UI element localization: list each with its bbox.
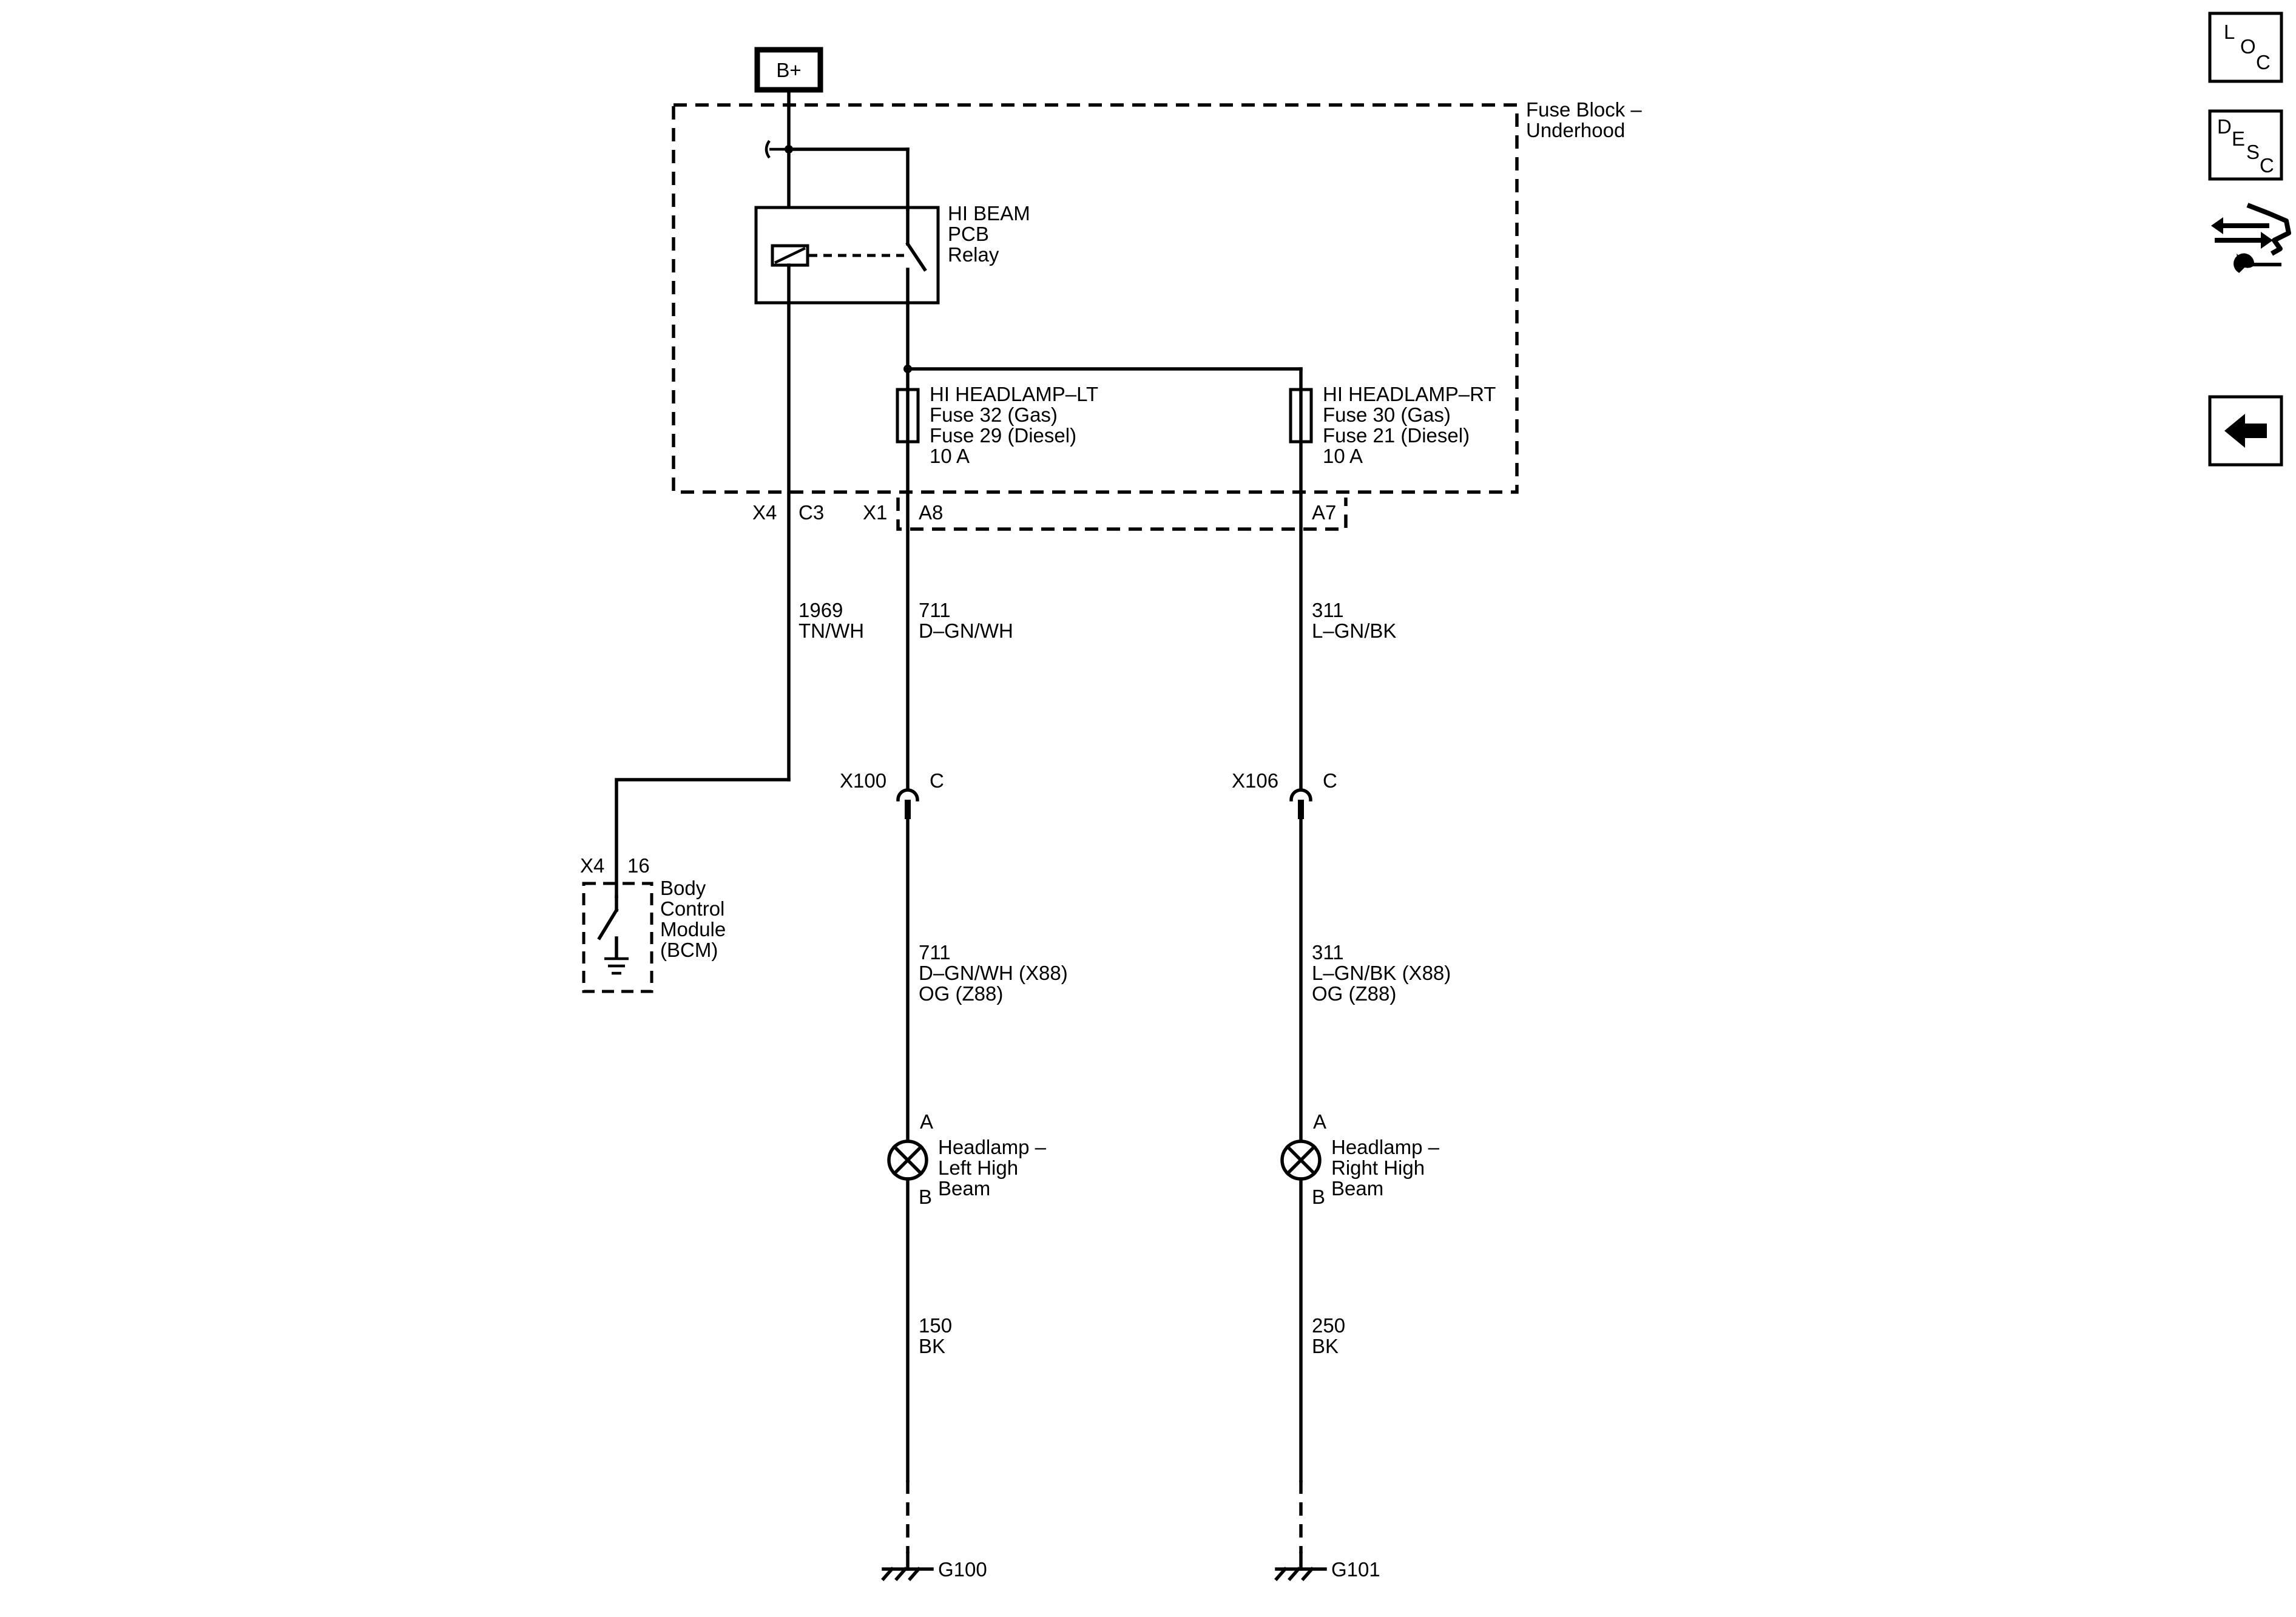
wire-711-top-color: D–GN/WH [919, 619, 1013, 642]
lamp-right-label-line2: Right High [1331, 1156, 1425, 1179]
wire-711-bottom-circuit: 711 [919, 941, 951, 964]
wire-711-bottom-color2: OG (Z88) [919, 982, 1003, 1005]
loc-letter-l: L [2224, 21, 2235, 43]
lamp-left-label-line3: Beam [938, 1177, 990, 1200]
relay-label-line1: HI BEAM [948, 202, 1030, 224]
fuse-rt-line2: Fuse 30 (Gas) [1323, 403, 1451, 426]
hi-beam-relay [754, 206, 940, 305]
relay-label-line2: PCB [948, 223, 989, 245]
loc-letter-o: O [2240, 35, 2256, 58]
lamp-left-pin-b: B [919, 1186, 932, 1208]
headlamp-left-high-beam [887, 1139, 928, 1181]
ground-g101-icon [1274, 1551, 1327, 1581]
wire-1969-lower [615, 778, 791, 899]
lamp-right-pin-b: B [1312, 1186, 1325, 1208]
location-button[interactable]: L O C [2208, 12, 2283, 83]
bcm-label-line3: Module [660, 918, 726, 940]
fuse-rt-line3: Fuse 21 (Diesel) [1323, 424, 1470, 447]
wire-311-top-circuit: 311 [1312, 599, 1344, 621]
bcm-label-line1: Body [660, 877, 706, 899]
back-arrow-icon [2224, 414, 2267, 448]
connector-x100-pin: C [930, 769, 944, 792]
wire-1969-circuit: 1969 [799, 599, 843, 621]
connector-c3-label: C3 [799, 501, 824, 524]
connector-a7-label: A7 [1312, 501, 1336, 524]
ground-g100-icon [881, 1551, 934, 1581]
relay-label-line3: Relay [948, 243, 999, 266]
loc-letter-c: C [2256, 51, 2271, 73]
fuse-hi-headlamp-rt [1289, 388, 1313, 444]
connector-x1-label: X1 [863, 501, 887, 524]
connector-x100 [896, 788, 919, 819]
wire-250-circuit: 250 [1312, 1314, 1345, 1337]
fuse-lt-line2: Fuse 32 (Gas) [930, 403, 1058, 426]
ground-g101-label: G101 [1331, 1558, 1380, 1581]
connector-x100-label: X100 [840, 769, 886, 792]
ground-g100-label: G100 [938, 1558, 987, 1581]
wire-311-bottom-circuit: 311 [1312, 941, 1344, 964]
desc-letter-s: S [2246, 141, 2260, 163]
fuse-rt-line4: 10 A [1323, 445, 1363, 467]
fuse-block-boundary [672, 103, 1519, 494]
lamp-right-pin-a: A [1313, 1110, 1326, 1133]
bcm-pin-16: 16 [627, 854, 650, 877]
wire-311-bottom-color1: L–GN/BK (X88) [1312, 962, 1451, 984]
bcm-connector-x4: X4 [580, 854, 604, 877]
wire-311-top-color: L–GN/BK [1312, 619, 1396, 642]
battery-positive-terminal: B+ [754, 47, 823, 93]
bcm-label-line2: Control [660, 897, 724, 920]
fuse-block-title-line2: Underhood [1526, 119, 1625, 141]
wire-311-bottom-color2: OG (Z88) [1312, 982, 1396, 1005]
fuse-block-title-line1: Fuse Block – [1526, 98, 1642, 121]
lamp-left-pin-a: A [920, 1110, 933, 1133]
body-control-module [582, 882, 653, 993]
lamp-left-label-line2: Left High [938, 1156, 1018, 1179]
fuse-rt-line1: HI HEADLAMP–RT [1323, 383, 1496, 405]
wire-150-circuit: 150 [919, 1314, 952, 1337]
desc-letter-d: D [2217, 115, 2232, 138]
connector-tool-icon[interactable] [2211, 203, 2291, 273]
power-bus [765, 88, 910, 211]
fuse-lt-line4: 10 A [930, 445, 970, 467]
connector-x4-top-label: X4 [752, 501, 777, 524]
wire-711-top-circuit: 711 [919, 599, 951, 621]
wire-1969-color: TN/WH [799, 619, 864, 642]
connector-x106 [1289, 788, 1312, 819]
fuse-lt-line3: Fuse 29 (Diesel) [930, 424, 1076, 447]
connector-x106-pin: C [1323, 769, 1337, 792]
power-label: B+ [776, 59, 801, 81]
description-button[interactable]: D E S C [2208, 109, 2283, 181]
wire-250-color: BK [1312, 1335, 1339, 1357]
lamp-left-label-line1: Headlamp – [938, 1136, 1047, 1158]
back-button[interactable] [2208, 395, 2283, 467]
wire-711-bottom-color1: D–GN/WH (X88) [919, 962, 1068, 984]
fuse-hi-headlamp-lt [896, 388, 920, 444]
headlamp-right-high-beam [1280, 1139, 1322, 1181]
lamp-right-label-line1: Headlamp – [1331, 1136, 1440, 1158]
fuse-feed-bus [903, 301, 1303, 391]
desc-letter-c: C [2260, 154, 2274, 177]
bcm-label-line4: (BCM) [660, 939, 718, 961]
lamp-right-label-line3: Beam [1331, 1177, 1383, 1200]
connector-x1-outline [896, 498, 1348, 531]
connector-x106-label: X106 [1232, 769, 1278, 792]
wire-150-color: BK [919, 1335, 945, 1357]
connector-a8-label: A8 [919, 501, 943, 524]
desc-letter-e: E [2232, 127, 2245, 150]
fuse-lt-line1: HI HEADLAMP–LT [930, 383, 1098, 405]
